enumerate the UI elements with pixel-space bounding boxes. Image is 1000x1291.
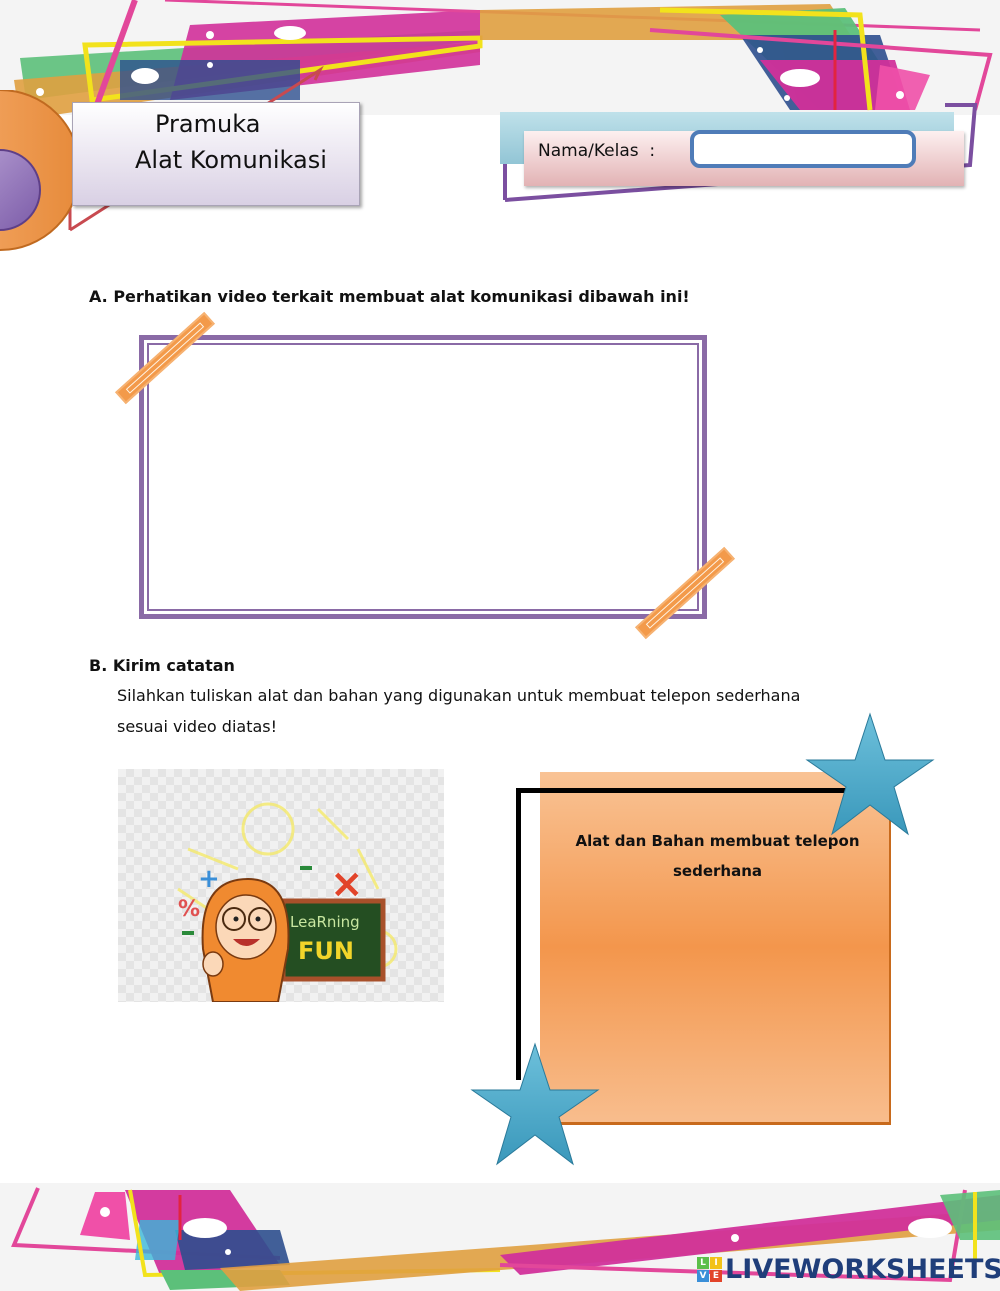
header-circle-badge — [0, 90, 81, 251]
svg-text:LeaRning: LeaRning — [290, 913, 360, 931]
liveworksheets-tiles-icon: L I V E — [697, 1257, 722, 1282]
liveworksheets-brand-text: LIVEWORKSHEETS — [725, 1254, 1000, 1285]
video-embed-frame[interactable] — [139, 335, 707, 619]
page-subtitle: Alat Komunikasi — [135, 146, 327, 174]
star-icon-bottom-left — [470, 1042, 600, 1166]
tile-l: L — [697, 1257, 709, 1269]
name-class-label: Nama/Kelas : — [538, 141, 656, 161]
note-box-title: Alat dan Bahan membuat telepon sederhana — [575, 832, 860, 880]
svg-text:FUN: FUN — [298, 937, 354, 965]
title-panel — [72, 102, 360, 206]
section-b-heading: B. Kirim catatan — [89, 656, 235, 675]
section-b-instruction-line2: sesuai video diatas! — [117, 717, 278, 736]
svg-text:+: + — [198, 864, 220, 894]
liveworksheets-logo[interactable]: L I V E LIVEWORKSHEETS — [697, 1254, 1000, 1285]
note-bracket-top-line — [516, 788, 851, 793]
svg-text:%: % — [178, 897, 200, 922]
star-icon-top-right — [805, 712, 935, 836]
learning-fun-illustration: + % × LeaRning FUN — [118, 769, 444, 1002]
video-frame-inner-border — [147, 343, 699, 611]
page-title: Pramuka — [155, 110, 261, 138]
bottom-ribbon-decoration — [11, 1187, 1000, 1291]
tile-v: V — [697, 1270, 709, 1282]
section-a-heading: A. Perhatikan video terkait membuat alat… — [89, 287, 690, 306]
tile-i: I — [710, 1257, 722, 1269]
name-class-input[interactable] — [690, 130, 916, 168]
tile-e: E — [710, 1270, 722, 1282]
note-bracket-left-line — [516, 788, 521, 1080]
learning-fun-girl-image: + % × LeaRning FUN — [177, 802, 398, 1002]
section-b-instruction-line1: Silahkan tuliskan alat dan bahan yang di… — [117, 686, 801, 705]
